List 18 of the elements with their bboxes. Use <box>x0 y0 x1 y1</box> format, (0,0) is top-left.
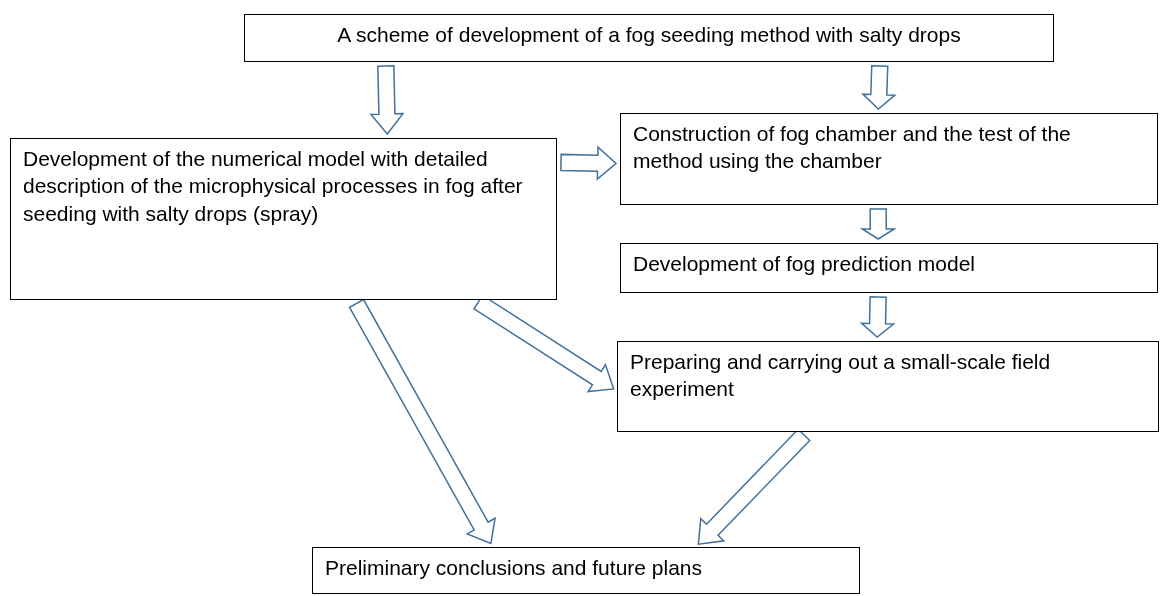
box-text: Development of the numerical model with detailed description of the microphysical processes in fog after seeding with salty drops (spray) <box>23 146 524 227</box>
process-box <box>617 341 1159 432</box>
block-arrow <box>560 145 618 181</box>
process-box <box>312 547 860 594</box>
block-arrow <box>859 296 896 338</box>
block-arrow <box>860 64 897 110</box>
block-arrow <box>859 208 897 240</box>
box-text: Construction of fog chamber and the test of the method using the chamber <box>633 121 1072 175</box>
process-box <box>244 14 1054 62</box>
box-text: A scheme of development of a fog seeding method with salty drops <box>336 22 962 48</box>
process-box <box>620 243 1158 293</box>
box-text: Preparing and carrying out a small-scale field experiment <box>630 349 1052 403</box>
process-box <box>620 113 1158 205</box>
process-box <box>10 138 557 300</box>
box-text: Preliminary conclusions and future plans <box>325 555 704 581</box>
box-text: Development of fog prediction model <box>633 251 977 277</box>
block-arrow <box>369 65 405 136</box>
block-arrow <box>348 298 497 545</box>
